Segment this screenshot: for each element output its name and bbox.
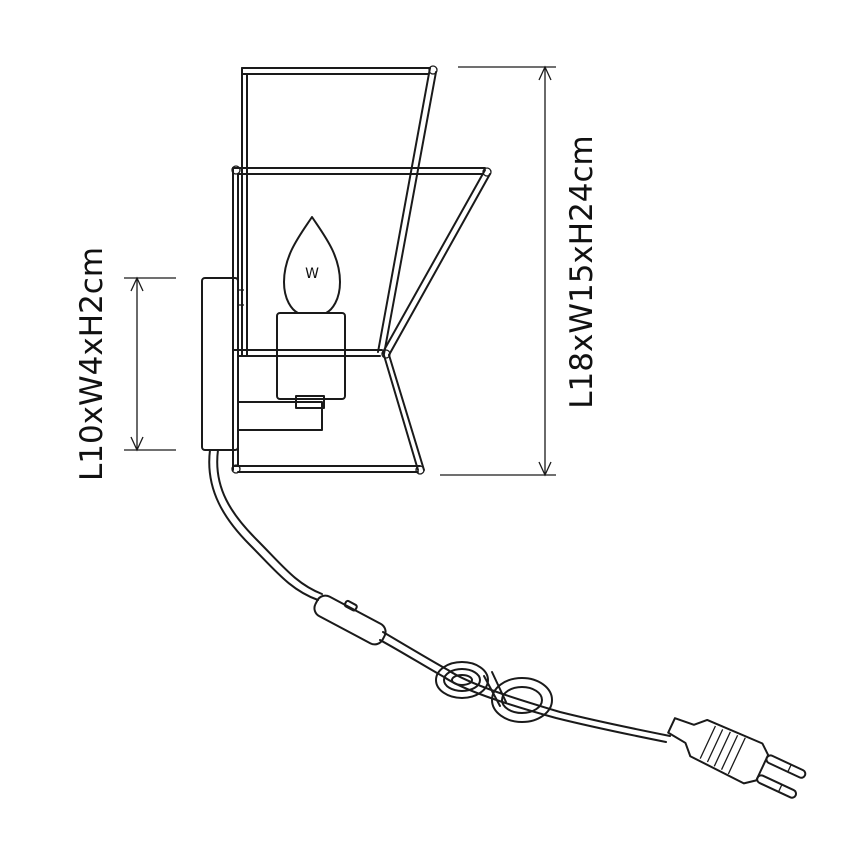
wire-frame bbox=[231, 65, 492, 475]
inline-switch bbox=[313, 594, 387, 646]
power-cable bbox=[208, 449, 671, 743]
euro-plug-icon bbox=[667, 717, 807, 799]
lamp-arm bbox=[237, 401, 323, 431]
overall-dimension-label: L18xW15xH24cm bbox=[564, 135, 600, 409]
overall-dimension-line bbox=[440, 65, 556, 477]
arm-connector bbox=[295, 395, 325, 409]
base-dimension-label: L10xW4xH2cm bbox=[74, 247, 110, 481]
candle-bulb-icon bbox=[283, 216, 341, 314]
cable-coil bbox=[435, 661, 553, 723]
base-dimension-line bbox=[124, 276, 176, 452]
bulb-wattage-label: W bbox=[305, 266, 319, 282]
